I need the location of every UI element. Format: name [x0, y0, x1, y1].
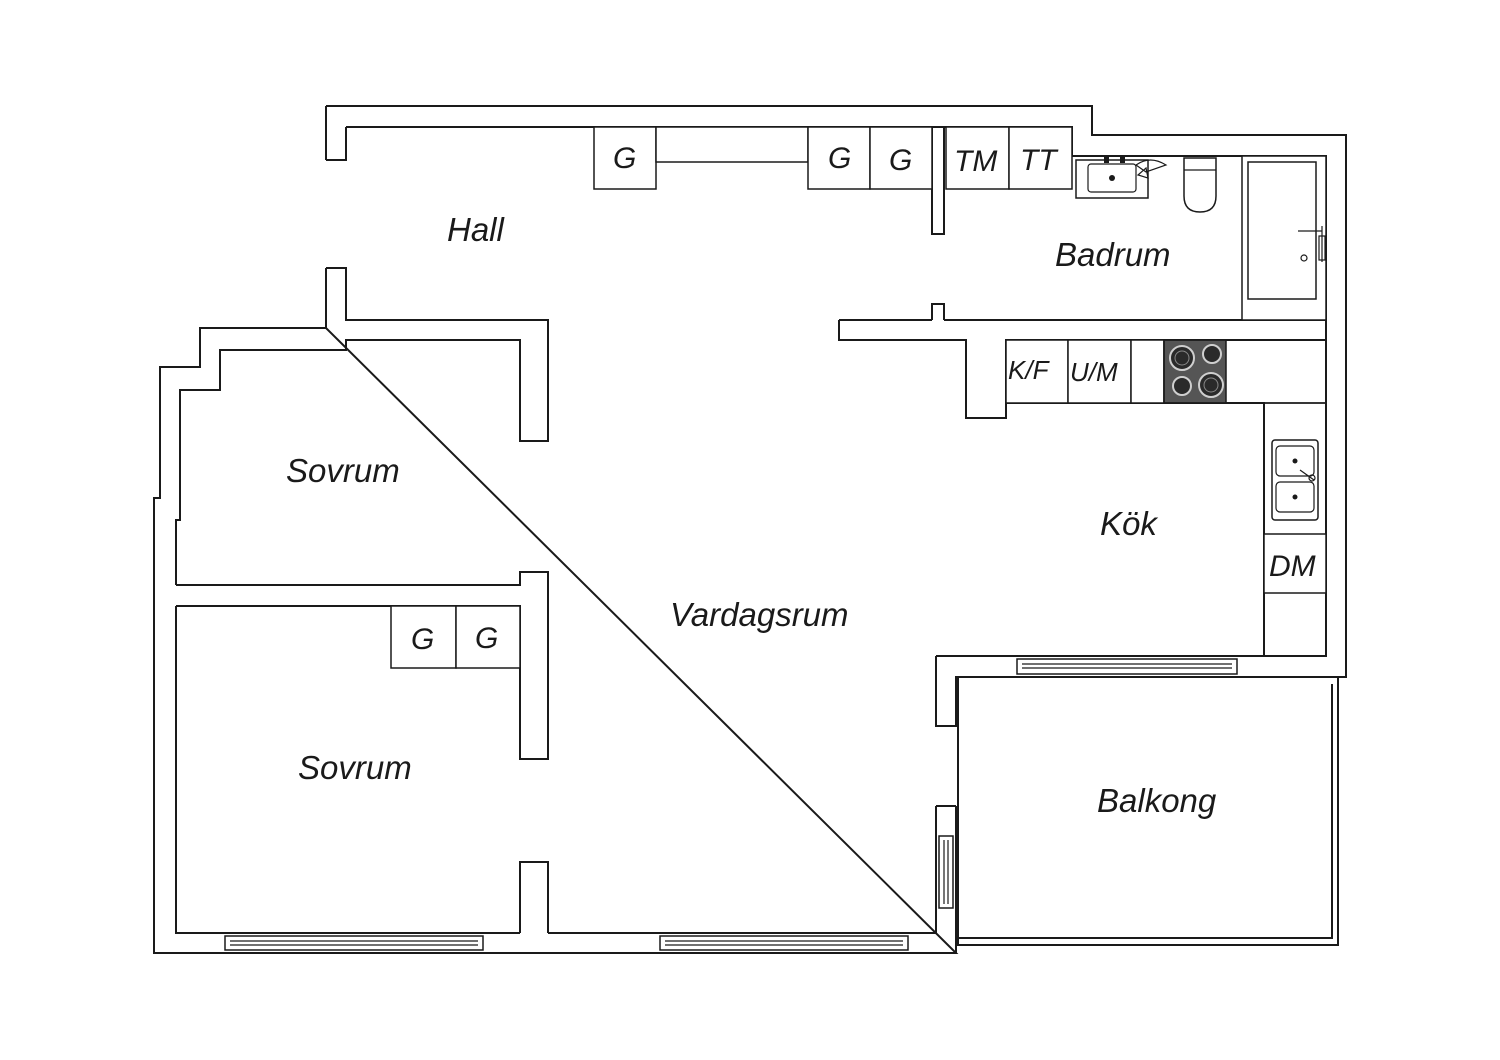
windows — [224, 658, 1238, 951]
room-label-hall: Hall — [447, 211, 506, 248]
window-bedroom-bottom — [224, 935, 484, 951]
label-um: U/M — [1070, 357, 1118, 387]
toilet-icon — [1183, 157, 1217, 213]
room-label-kok: Kök — [1100, 505, 1158, 542]
window-living-bottom — [659, 935, 909, 951]
balcony-outline — [957, 677, 1339, 946]
label-kf: K/F — [1008, 355, 1051, 385]
double-sink-icon — [1271, 439, 1319, 521]
label-tm: TM — [954, 145, 997, 178]
bathroom-fixtures — [1075, 155, 1327, 321]
hall-closets — [593, 126, 933, 190]
sink-icon — [1075, 157, 1168, 199]
window-kitchen-balcony — [1016, 658, 1238, 675]
closet-label-bedroom-1: G — [411, 623, 434, 656]
room-label-balkong: Balkong — [1097, 782, 1217, 819]
room-label-sovrum-upper: Sovrum — [286, 452, 400, 489]
kitchen-appliances — [1005, 339, 1327, 657]
room-label-badrum: Badrum — [1055, 236, 1171, 273]
label-dm: DM — [1269, 550, 1316, 583]
closet-label-hall-1: G — [613, 142, 636, 175]
closet-label-hall-3: G — [889, 144, 912, 177]
laundry-units — [945, 126, 1073, 190]
closet-label-hall-2: G — [828, 142, 851, 175]
label-tt: TT — [1020, 144, 1059, 177]
room-label-vardagsrum: Vardagsrum — [670, 596, 849, 633]
bedroom-closets — [390, 605, 521, 669]
stove-icon — [1163, 339, 1227, 404]
closet-label-bedroom-2: G — [475, 622, 498, 655]
window-living-right — [938, 835, 954, 909]
bathtub-icon — [1241, 155, 1327, 321]
exterior-walls — [153, 105, 1347, 954]
room-label-sovrum-lower: Sovrum — [298, 749, 412, 786]
